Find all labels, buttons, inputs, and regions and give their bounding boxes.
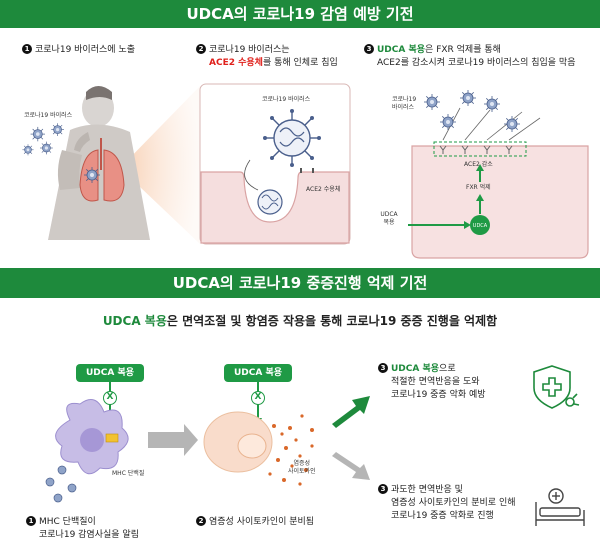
cytokine-dots <box>268 414 314 486</box>
top-step1-text: 코로나19 바이러스에 노출 <box>35 45 135 55</box>
shield-cross-icon <box>533 365 580 409</box>
bottom-step1-line1: MHC 단백질이 <box>39 517 96 527</box>
virus-cluster-bottom <box>45 465 77 503</box>
bottom-step3-line1: 으로 <box>439 364 456 374</box>
bottom-section-title: UDCA의 코로나19 중증진행 억제 기전 <box>0 268 600 298</box>
step-number: 1 <box>22 44 32 54</box>
label-udca-intake: UDCA 복용 <box>380 211 398 226</box>
label-virus-right: 코로나19 바이러스 <box>392 96 417 111</box>
virus-cluster-left <box>22 122 65 156</box>
step-number: 3 <box>378 484 388 494</box>
coughing-person-illustration <box>48 86 150 240</box>
lungs-icon <box>79 138 125 202</box>
zoom-cone <box>120 86 200 244</box>
green-arrow-up <box>332 396 370 428</box>
bottom-step4-line3: 코로나19 중증 악화로 진행 <box>391 511 494 521</box>
step-number: 2 <box>196 516 206 526</box>
cell-membrane <box>200 171 350 244</box>
step-number: 2 <box>196 44 206 54</box>
bottom-subtitle: UDCA 복용은 면역조절 및 항염증 작용을 통해 코로나19 중증 진행을 … <box>0 312 600 329</box>
label-fxr-inhibit: FXR 억제 <box>466 184 491 191</box>
bottom-step3-highlight: UDCA 복용 <box>391 364 440 374</box>
step-number: 3 <box>364 44 374 54</box>
macrophage-icon <box>203 411 273 473</box>
label-virus-left: 코로나19 바이러스 <box>24 112 73 119</box>
bottom-step3-line2: 적절한 면역반응을 도와 <box>391 377 480 387</box>
udca-pathway-arrows <box>408 164 490 235</box>
bottom-step1-line2: 코로나19 감염사실을 알림 <box>39 530 139 540</box>
bottom-step4-line2: 염증성 사이토카인의 분비로 인해 <box>391 498 516 508</box>
top-illustration <box>22 83 589 259</box>
step-number: 3 <box>378 363 388 373</box>
gray-arrow-down <box>332 452 370 480</box>
top-step2-highlight: ACE2 수용체 <box>209 58 263 68</box>
udca-pill-1: UDCA 복용 <box>76 364 144 382</box>
bottom-illustration <box>45 365 585 526</box>
top-section-title: UDCA의 코로나19 감염 예방 기전 <box>0 0 600 28</box>
bottom-subtitle-highlight: UDCA 복용 <box>102 314 167 328</box>
label-ace2-receptor: ACE2 수용체 <box>306 186 341 193</box>
bottom-step3-line3: 코로나19 중증 악화 예방 <box>391 390 486 400</box>
top-step3-line1: 은 FXR 억제를 통해 <box>425 45 501 55</box>
label-udca-circle: UDCA <box>472 223 488 229</box>
virus-engulfed-icon <box>257 189 283 215</box>
label-cytokine: 염증성 사이토카인 <box>288 460 316 476</box>
label-cytokine-line1: 염증성 <box>293 460 311 467</box>
x-block-badge-1: X <box>103 391 117 405</box>
top-step2-line1: 코로나19 바이러스는 <box>209 45 290 55</box>
deflect-arrows <box>442 107 541 141</box>
top-step3-line2: ACE2를 감소시켜 코로나19 바이러스의 침입을 막음 <box>377 58 576 68</box>
receptors <box>439 145 513 154</box>
bottom-step4-line1: 과도한 면역반응 및 <box>391 485 463 495</box>
bottom-subtitle-text: 은 면역조절 및 항염증 작용을 통해 코로나19 중증 진행을 억제함 <box>166 314 498 328</box>
virus-icon <box>83 166 101 184</box>
ace2-receptor-box <box>433 141 527 157</box>
udca-pill-2: UDCA 복용 <box>224 364 292 382</box>
right-cell-panel <box>408 107 589 259</box>
bottom-step2-text: 염증성 사이토카인이 분비됨 <box>209 517 315 527</box>
label-ace2-decrease: ACE2 감소 <box>464 161 493 168</box>
virus-zoom-icon <box>263 109 321 167</box>
step-number: 1 <box>26 516 36 526</box>
top-step3-highlight: UDCA 복용 <box>377 45 426 55</box>
hospital-bed-icon <box>535 488 585 526</box>
label-mhc-protein: MHC 단백질 <box>112 470 145 477</box>
label-virus-zoom: 코로나19 바이러스 <box>262 96 311 103</box>
dendritic-cell-icon <box>55 399 129 475</box>
virus-cluster-right <box>423 89 521 133</box>
x-block-badge-2: X <box>251 391 265 405</box>
gray-arrow-right <box>148 424 198 456</box>
top-step2-line2: 를 통해 인체로 침입 <box>262 58 338 68</box>
udca-circle <box>470 215 490 235</box>
label-cytokine-line2: 사이토카인 <box>288 468 316 475</box>
